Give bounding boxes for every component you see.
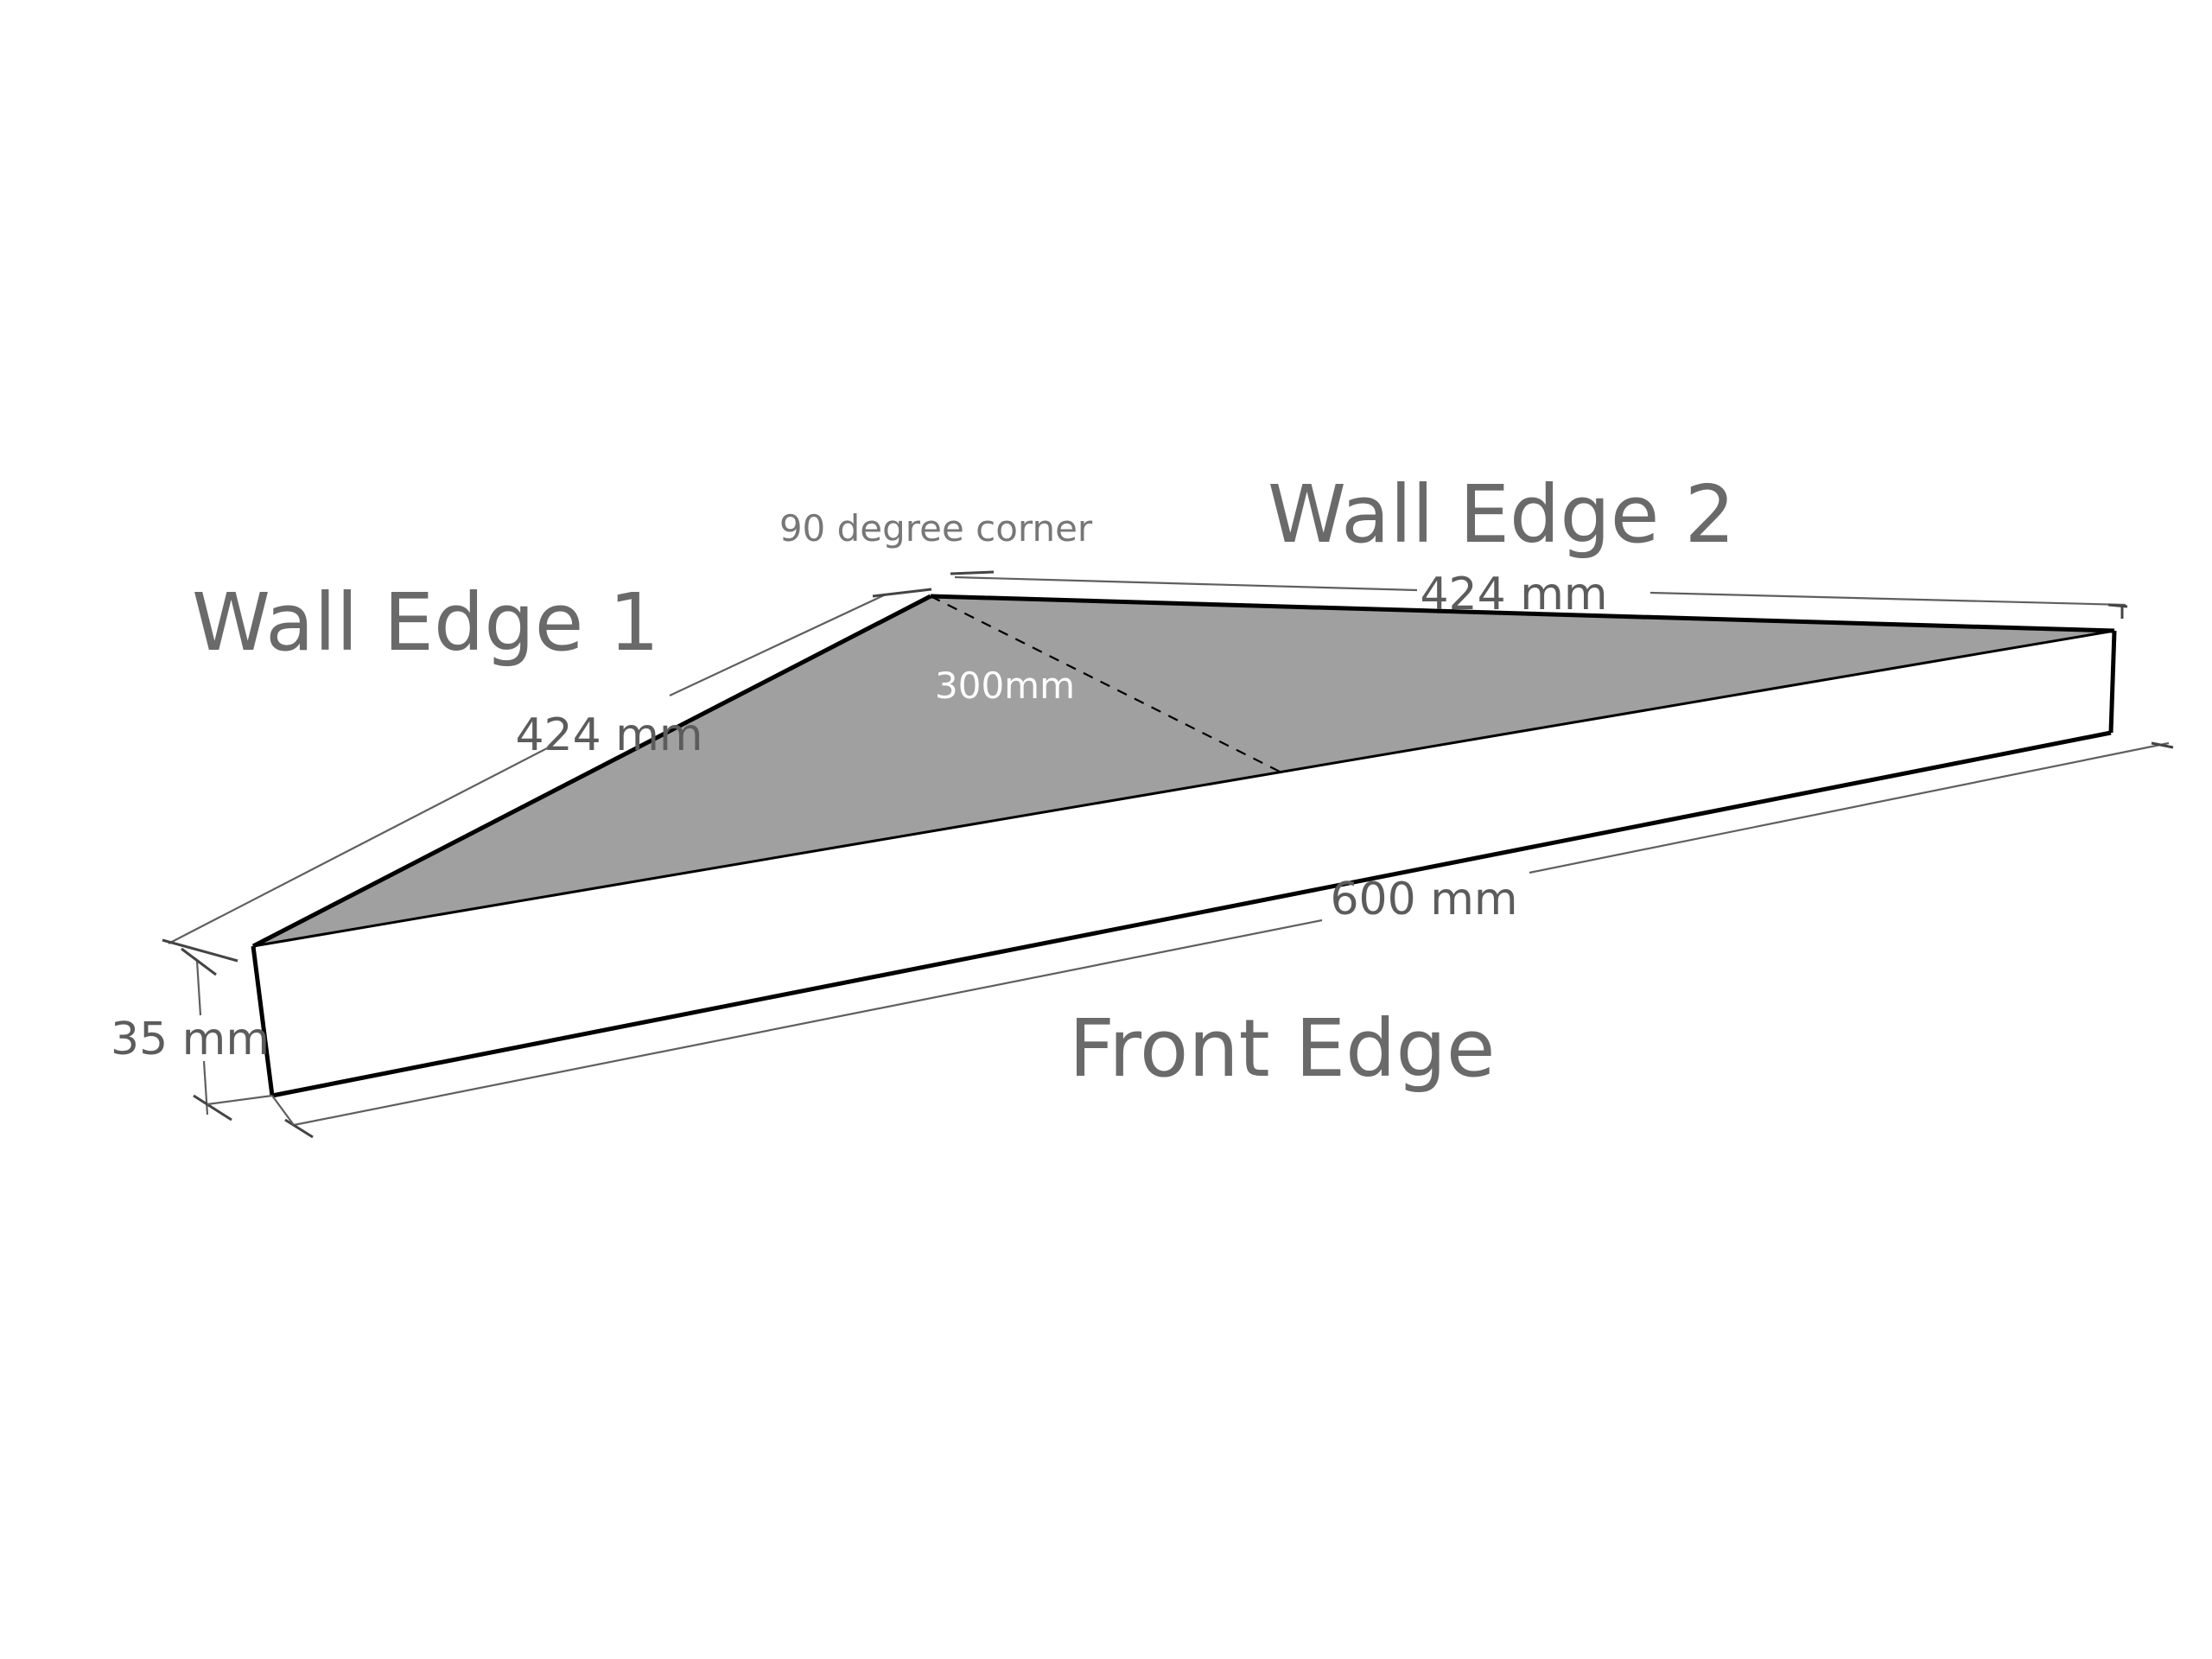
front-edge-dimension [271, 741, 2174, 1139]
thickness-dimension [181, 947, 273, 1122]
left-vertical-edge-line [251, 945, 275, 1096]
front-bottom-edge-line [271, 730, 2112, 1098]
wall-edge-2-line [930, 594, 2115, 633]
shelf-front-face [253, 631, 2114, 1096]
depth-dashed-line [930, 595, 1284, 774]
wall-edge-2-length-label: 424 mm [1420, 569, 1607, 620]
corner-label: 90 degree corner [779, 507, 1093, 550]
wall-edge-1-line [251, 594, 932, 949]
depth-label: 300mm [935, 664, 1075, 707]
front-top-edge-line [252, 629, 2115, 948]
wall-edge-1-dimension [162, 588, 932, 963]
wall-edge-2-label: Wall Edge 2 [1268, 468, 1735, 561]
shelf-top-surface [253, 596, 2114, 946]
wall-edge-2-dimension [950, 570, 2128, 619]
wall-edge-1-length-label: 424 mm [515, 709, 702, 761]
wall-edge-1-label: Wall Edge 1 [192, 576, 659, 669]
right-vertical-edge-line [2108, 630, 2117, 734]
front-edge-length-label: 600 mm [1330, 874, 1517, 925]
thickness-label: 35 mm [111, 1014, 270, 1065]
front-edge-label: Front Edge [1069, 1002, 1495, 1095]
